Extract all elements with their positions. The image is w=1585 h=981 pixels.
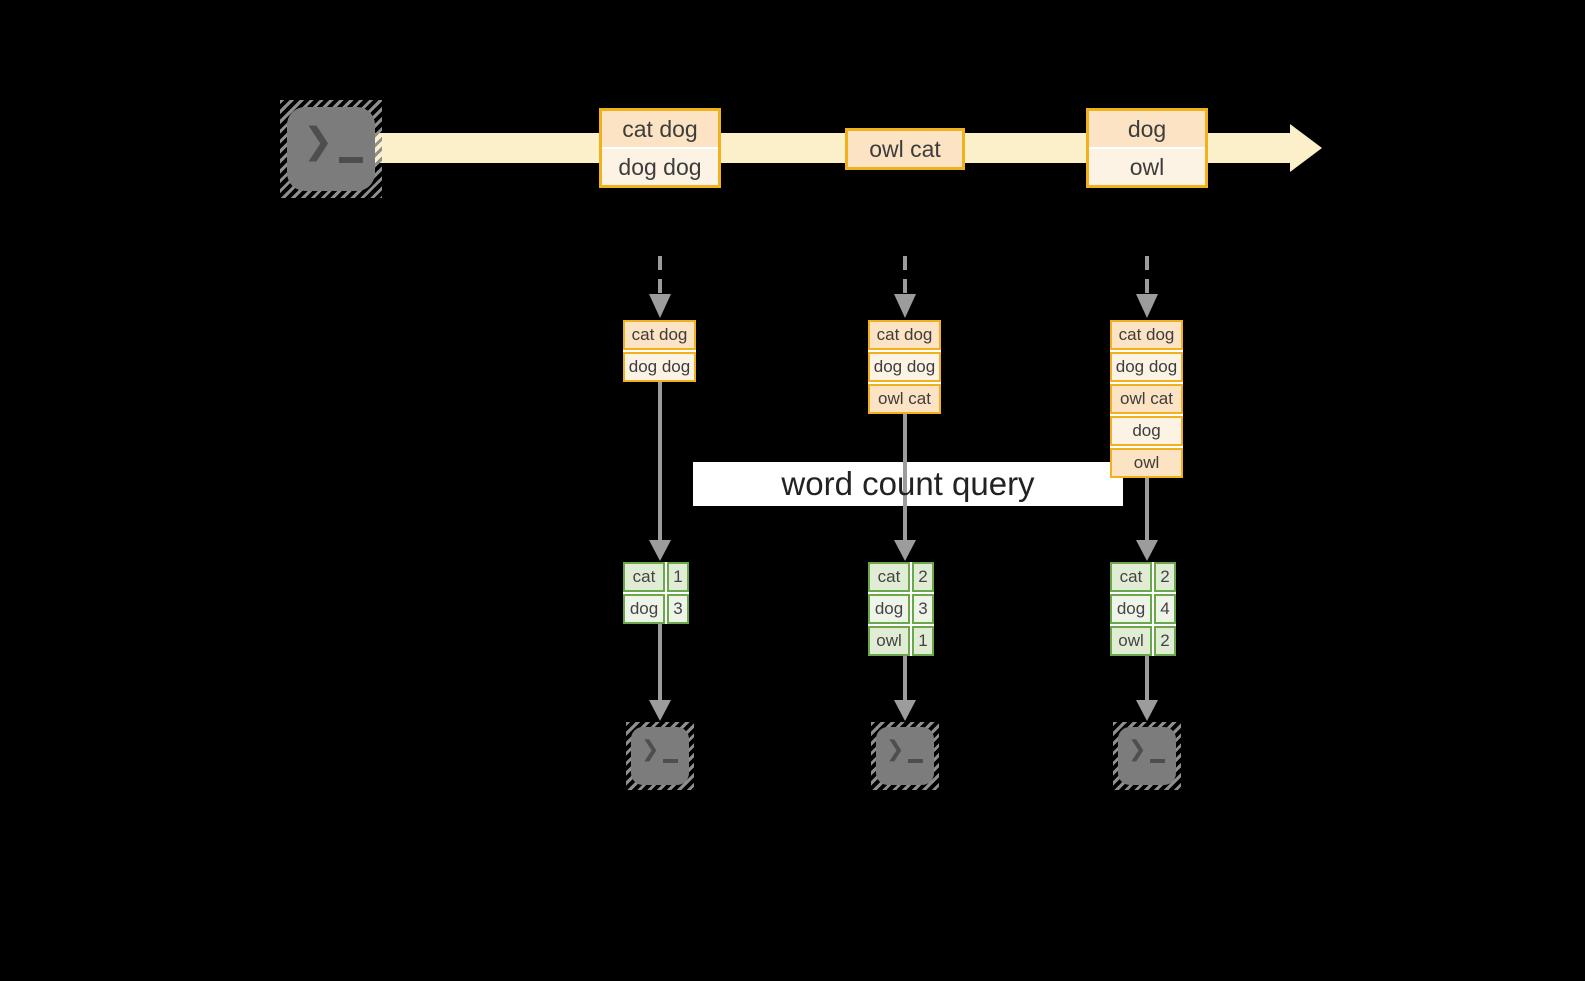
input-stack-1: cat dog dog dog (623, 320, 696, 382)
terminal-cursor-icon (908, 759, 923, 763)
count-value: 1 (667, 562, 689, 592)
query-arrowhead-3 (1136, 540, 1158, 561)
output-terminal-icon-3: ❯ (1113, 722, 1181, 790)
stack-record: dog dog (623, 352, 696, 382)
dashed-arrowhead-2 (894, 294, 916, 318)
output-terminal-icon-1: ❯ (626, 722, 694, 790)
count-word: cat (623, 562, 665, 592)
count-word: owl (868, 626, 910, 656)
input-stack-3: cat dog dog dog owl cat dog owl (1110, 320, 1183, 478)
query-arrowhead-2 (894, 540, 916, 561)
query-label: word count query (781, 465, 1035, 502)
count-table-1: cat 1 dog 3 (623, 562, 689, 624)
stream-record: owl cat (848, 131, 962, 167)
terminal-screen: ❯ (631, 727, 689, 785)
source-terminal-icon: ❯ (280, 100, 382, 198)
stack-record: cat dog (1110, 320, 1183, 350)
stream-record: dog (1089, 111, 1205, 147)
dashed-arrowhead-1 (649, 294, 671, 318)
count-word: cat (1110, 562, 1152, 592)
count-value: 3 (667, 594, 689, 624)
terminal-screen: ❯ (876, 727, 934, 785)
stream-record: cat dog (602, 111, 718, 147)
terminal-prompt-icon: ❯ (1128, 736, 1147, 761)
count-value: 2 (912, 562, 934, 592)
terminal-prompt-icon: ❯ (641, 736, 660, 761)
stack-record: owl cat (1110, 384, 1183, 414)
terminal-cursor-icon (1150, 759, 1165, 763)
count-word: dog (868, 594, 910, 624)
stack-record: owl cat (868, 384, 941, 414)
count-value: 2 (1154, 562, 1176, 592)
count-table-2: cat 2 dog 3 owl 1 (868, 562, 934, 656)
query-label-background (693, 462, 1123, 506)
terminal-screen: ❯ (287, 107, 375, 191)
terminal-screen: ❯ (1118, 727, 1176, 785)
input-stack-2: cat dog dog dog owl cat (868, 320, 941, 414)
count-value: 2 (1154, 626, 1176, 656)
stream-batch-3: dog owl (1086, 108, 1208, 188)
count-value: 3 (912, 594, 934, 624)
stack-record: dog (1110, 416, 1183, 446)
stack-record: cat dog (623, 320, 696, 350)
count-word: dog (1110, 594, 1152, 624)
stream-batch-1: cat dog dog dog (599, 108, 721, 188)
terminal-cursor-icon (339, 157, 363, 163)
stream-batch-2: owl cat (845, 128, 965, 170)
count-word: owl (1110, 626, 1152, 656)
terminal-cursor-icon (663, 759, 678, 763)
count-table-3: cat 2 dog 4 owl 2 (1110, 562, 1176, 656)
query-arrowhead-1 (649, 540, 671, 561)
output-terminal-icon-2: ❯ (871, 722, 939, 790)
output-arrowhead-3 (1136, 700, 1158, 721)
stream-record: dog dog (602, 149, 718, 185)
stack-record: cat dog (868, 320, 941, 350)
stream-record: owl (1089, 149, 1205, 185)
terminal-prompt-icon: ❯ (303, 120, 334, 161)
count-word: dog (623, 594, 665, 624)
stack-record: dog dog (1110, 352, 1183, 382)
terminal-prompt-icon: ❯ (886, 736, 905, 761)
output-arrowhead-1 (649, 700, 671, 721)
dashed-arrowhead-3 (1136, 294, 1158, 318)
count-value: 4 (1154, 594, 1176, 624)
stack-record: owl (1110, 448, 1183, 478)
output-arrowhead-2 (894, 700, 916, 721)
count-value: 1 (912, 626, 934, 656)
count-word: cat (868, 562, 910, 592)
stack-record: dog dog (868, 352, 941, 382)
